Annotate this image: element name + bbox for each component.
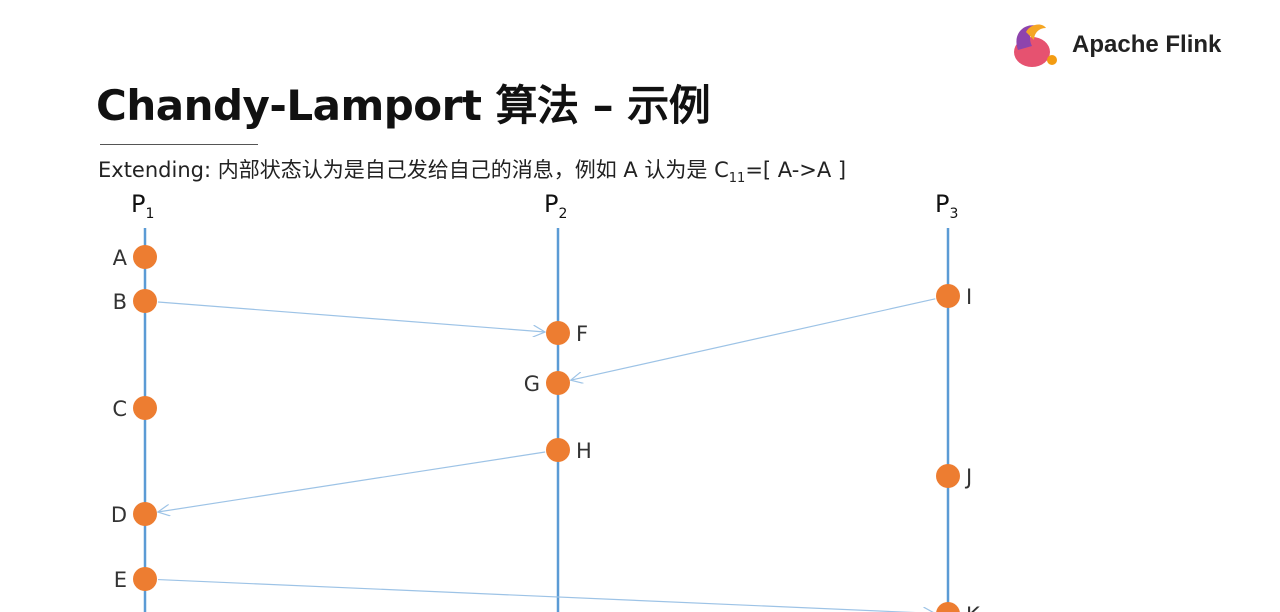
process-label-p1: P1 — [131, 190, 155, 222]
event-label-k: K — [966, 603, 981, 612]
event-node-g — [546, 371, 570, 395]
title-divider — [100, 144, 258, 145]
event-node-h — [546, 438, 570, 462]
event-label-e: E — [114, 568, 127, 592]
message-i-g — [571, 298, 936, 380]
event-label-a: A — [113, 246, 128, 270]
event-label-i: I — [966, 285, 972, 309]
event-label-h: H — [576, 439, 592, 463]
message-b-f — [157, 301, 545, 332]
page-title: Chandy-Lamport 算法 – 示例 — [96, 81, 711, 130]
event-label-d: D — [111, 503, 127, 527]
message-h-d — [158, 451, 546, 512]
process-label-p3: P3 — [935, 190, 959, 222]
process-label-p2: P2 — [544, 190, 568, 222]
event-node-f — [546, 321, 570, 345]
flink-squirrel-icon — [1014, 24, 1057, 67]
event-label-g: G — [524, 372, 540, 396]
event-node-a — [133, 245, 157, 269]
apache-flink-logo: Apache Flink — [1008, 20, 1221, 70]
subtitle-text: Extending: 内部状态认为是自己发给自己的消息，例如 A 认为是 C — [98, 158, 729, 182]
event-label-j: J — [964, 465, 972, 489]
event-node-i — [936, 284, 960, 308]
event-node-b — [133, 289, 157, 313]
subtitle-subscript: 11 — [728, 171, 746, 187]
event-label-b: B — [113, 290, 127, 314]
event-node-e — [133, 567, 157, 591]
subtitle-suffix: =[ A->A ] — [745, 158, 847, 182]
event-node-k — [936, 602, 960, 612]
event-node-d — [133, 502, 157, 526]
event-node-c — [133, 396, 157, 420]
message-e-k — [157, 578, 935, 612]
event-label-f: F — [576, 322, 588, 346]
logo-text: Apache Flink — [1072, 31, 1222, 58]
event-label-c: C — [112, 397, 127, 421]
subtitle: Extending: 内部状态认为是自己发给自己的消息，例如 A 认为是 C11… — [98, 154, 846, 186]
event-node-j — [936, 464, 960, 488]
